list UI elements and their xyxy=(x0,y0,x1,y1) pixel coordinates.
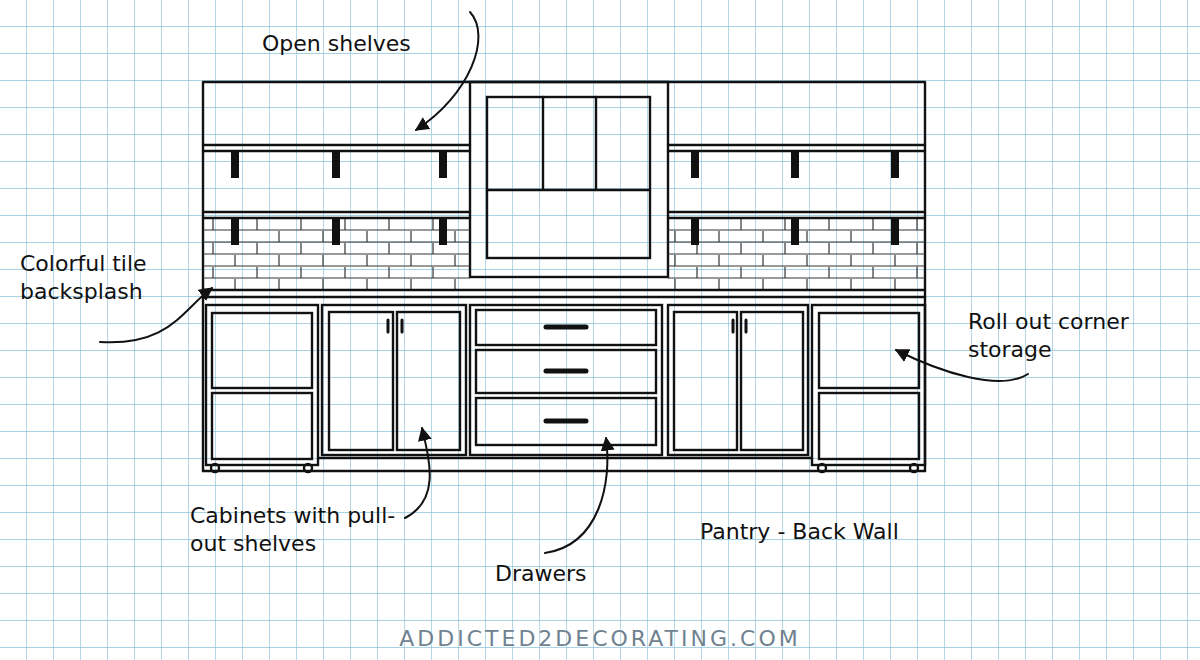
cabinet-door xyxy=(741,312,803,450)
tile-backsplash xyxy=(203,219,470,289)
watermark: ADDICTED2DECORATING.COM xyxy=(399,626,800,651)
drawer-base xyxy=(470,305,662,455)
wall-outline xyxy=(203,82,925,471)
cabinet-door xyxy=(674,312,737,450)
leader-lines xyxy=(100,12,1028,553)
hood-frame xyxy=(470,82,668,277)
shelf-bracket xyxy=(691,219,699,245)
leader-line xyxy=(416,12,478,130)
callout-label: Cabinets with pull-out shelves xyxy=(190,502,430,558)
tile-backsplash xyxy=(668,219,925,289)
cabinet-door xyxy=(397,312,460,450)
shelf-bracket xyxy=(791,152,799,178)
shelf-brackets xyxy=(231,152,899,245)
shelf-bracket xyxy=(439,152,447,178)
shelf-bracket xyxy=(332,152,340,178)
shelf-bracket xyxy=(332,219,340,245)
callout-label: Drawers xyxy=(495,560,587,588)
caster xyxy=(304,464,312,472)
shelf-bracket xyxy=(691,152,699,178)
roll-out-cart xyxy=(206,305,318,465)
shelf-bracket xyxy=(891,152,899,178)
wall-elevation xyxy=(203,82,925,471)
caster xyxy=(211,464,219,472)
hood-panes xyxy=(487,97,650,190)
cabinet-door xyxy=(329,312,393,450)
caster xyxy=(910,464,918,472)
base-cabinet xyxy=(668,305,808,455)
drawing-title: Pantry - Back Wall xyxy=(700,518,899,546)
shelf-bracket xyxy=(891,219,899,245)
leader-line xyxy=(545,438,607,553)
cart-panel xyxy=(212,313,312,388)
hood-panel xyxy=(487,97,650,258)
caster xyxy=(818,464,826,472)
callout-label: Open shelves xyxy=(262,30,411,58)
cart-panel xyxy=(819,313,919,388)
cart-panel xyxy=(212,393,312,459)
cart-panel xyxy=(819,393,919,459)
shelf-bracket xyxy=(439,219,447,245)
shelf-bracket xyxy=(791,219,799,245)
countertop xyxy=(203,290,925,297)
shelf-bracket xyxy=(231,219,239,245)
open-shelf xyxy=(203,145,925,218)
shelf-bracket xyxy=(231,152,239,178)
roll-out-cart xyxy=(812,305,925,465)
callout-label: Roll out corner storage xyxy=(968,308,1183,364)
hardware xyxy=(211,320,918,472)
drawer-pull xyxy=(546,327,586,421)
base-cabinet xyxy=(322,305,466,455)
callout-label: Colorful tile backsplash xyxy=(20,250,195,306)
leader-line xyxy=(405,428,430,518)
